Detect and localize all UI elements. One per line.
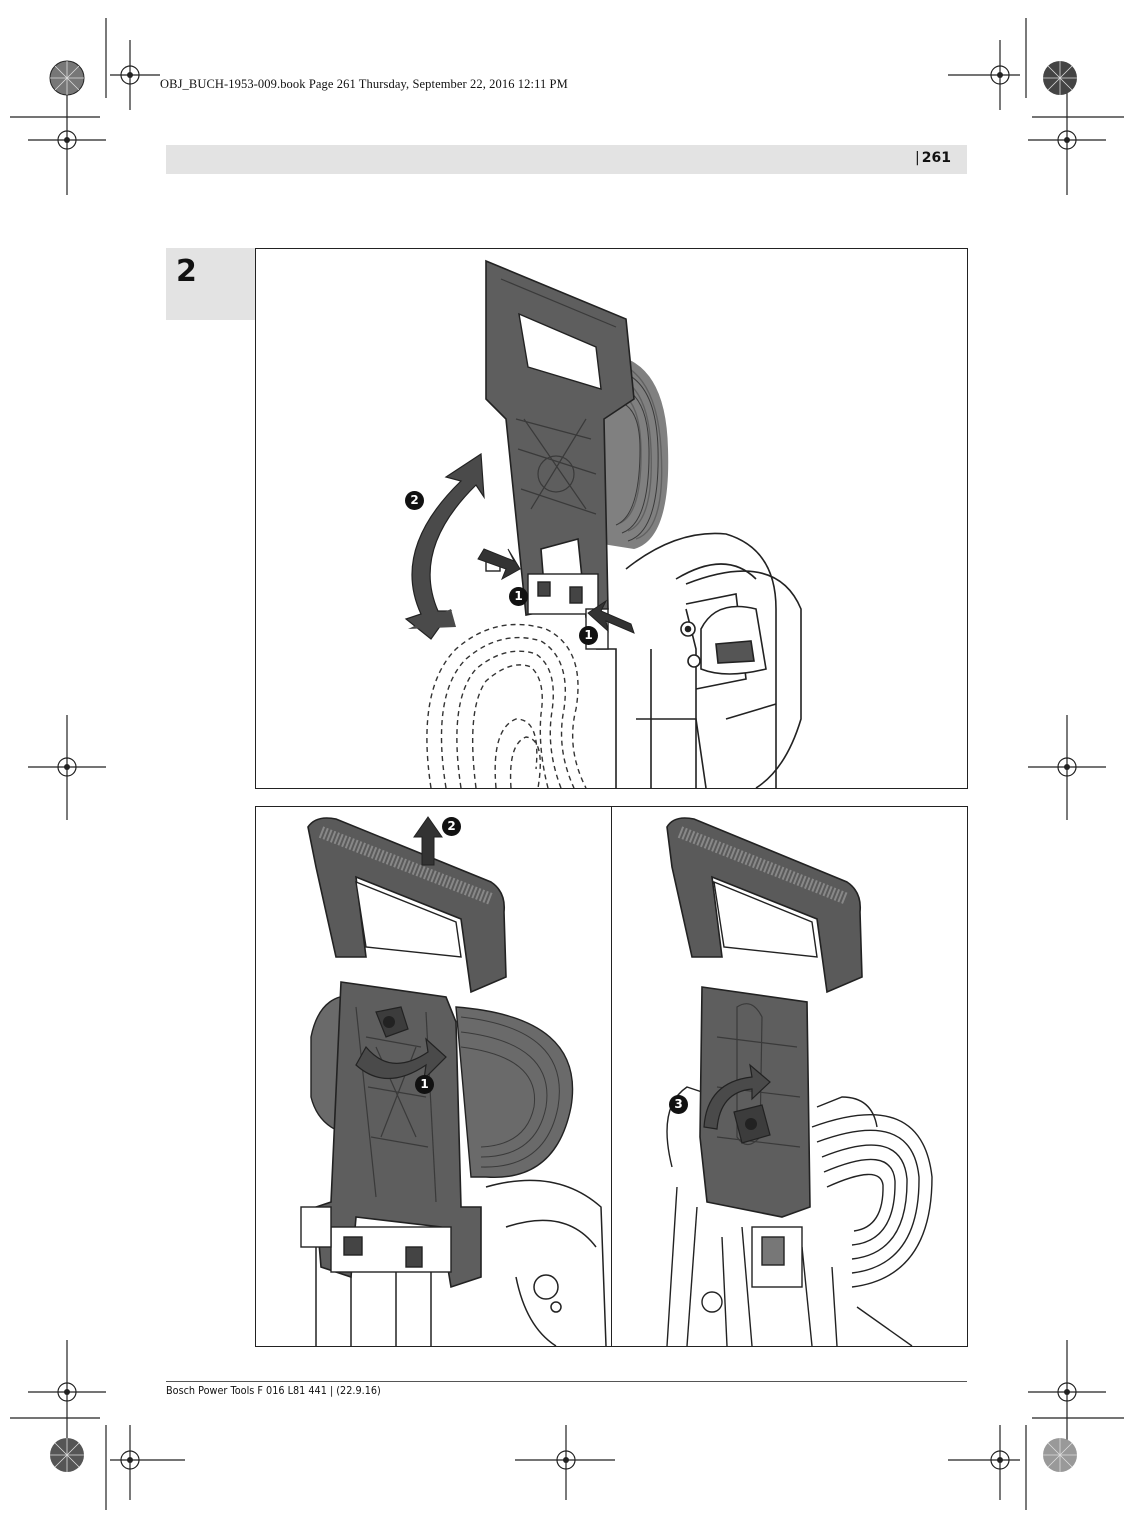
illustration-knob-loosen bbox=[300, 816, 607, 1346]
figure-panel-top: 1 1 2 bbox=[255, 248, 968, 789]
figure-number: 2 bbox=[176, 254, 197, 289]
callout-1: 1 bbox=[509, 587, 528, 606]
callout-1: 1 bbox=[415, 1075, 434, 1094]
callout-2: 2 bbox=[442, 817, 461, 836]
footer-rule bbox=[166, 1381, 967, 1382]
illustration-handle-fold bbox=[404, 259, 802, 788]
footer-text: Bosch Power Tools F 016 L81 441 | (22.9.… bbox=[166, 1384, 381, 1397]
print-file-line: OBJ_BUCH-1953-009.book Page 261 Thursday… bbox=[160, 77, 568, 91]
figure-panel-bottom-right: 3 bbox=[611, 806, 968, 1347]
callout-2: 2 bbox=[405, 491, 424, 510]
illustration-knob-tighten bbox=[666, 817, 933, 1346]
page-header-bar: |261 bbox=[166, 145, 967, 174]
page-number: |261 bbox=[915, 150, 951, 166]
callout-1: 1 bbox=[579, 626, 598, 645]
figure-tab: 2 bbox=[166, 248, 255, 320]
figure-panel-bottom-left: 1 2 bbox=[255, 806, 612, 1347]
callout-3: 3 bbox=[669, 1095, 688, 1114]
